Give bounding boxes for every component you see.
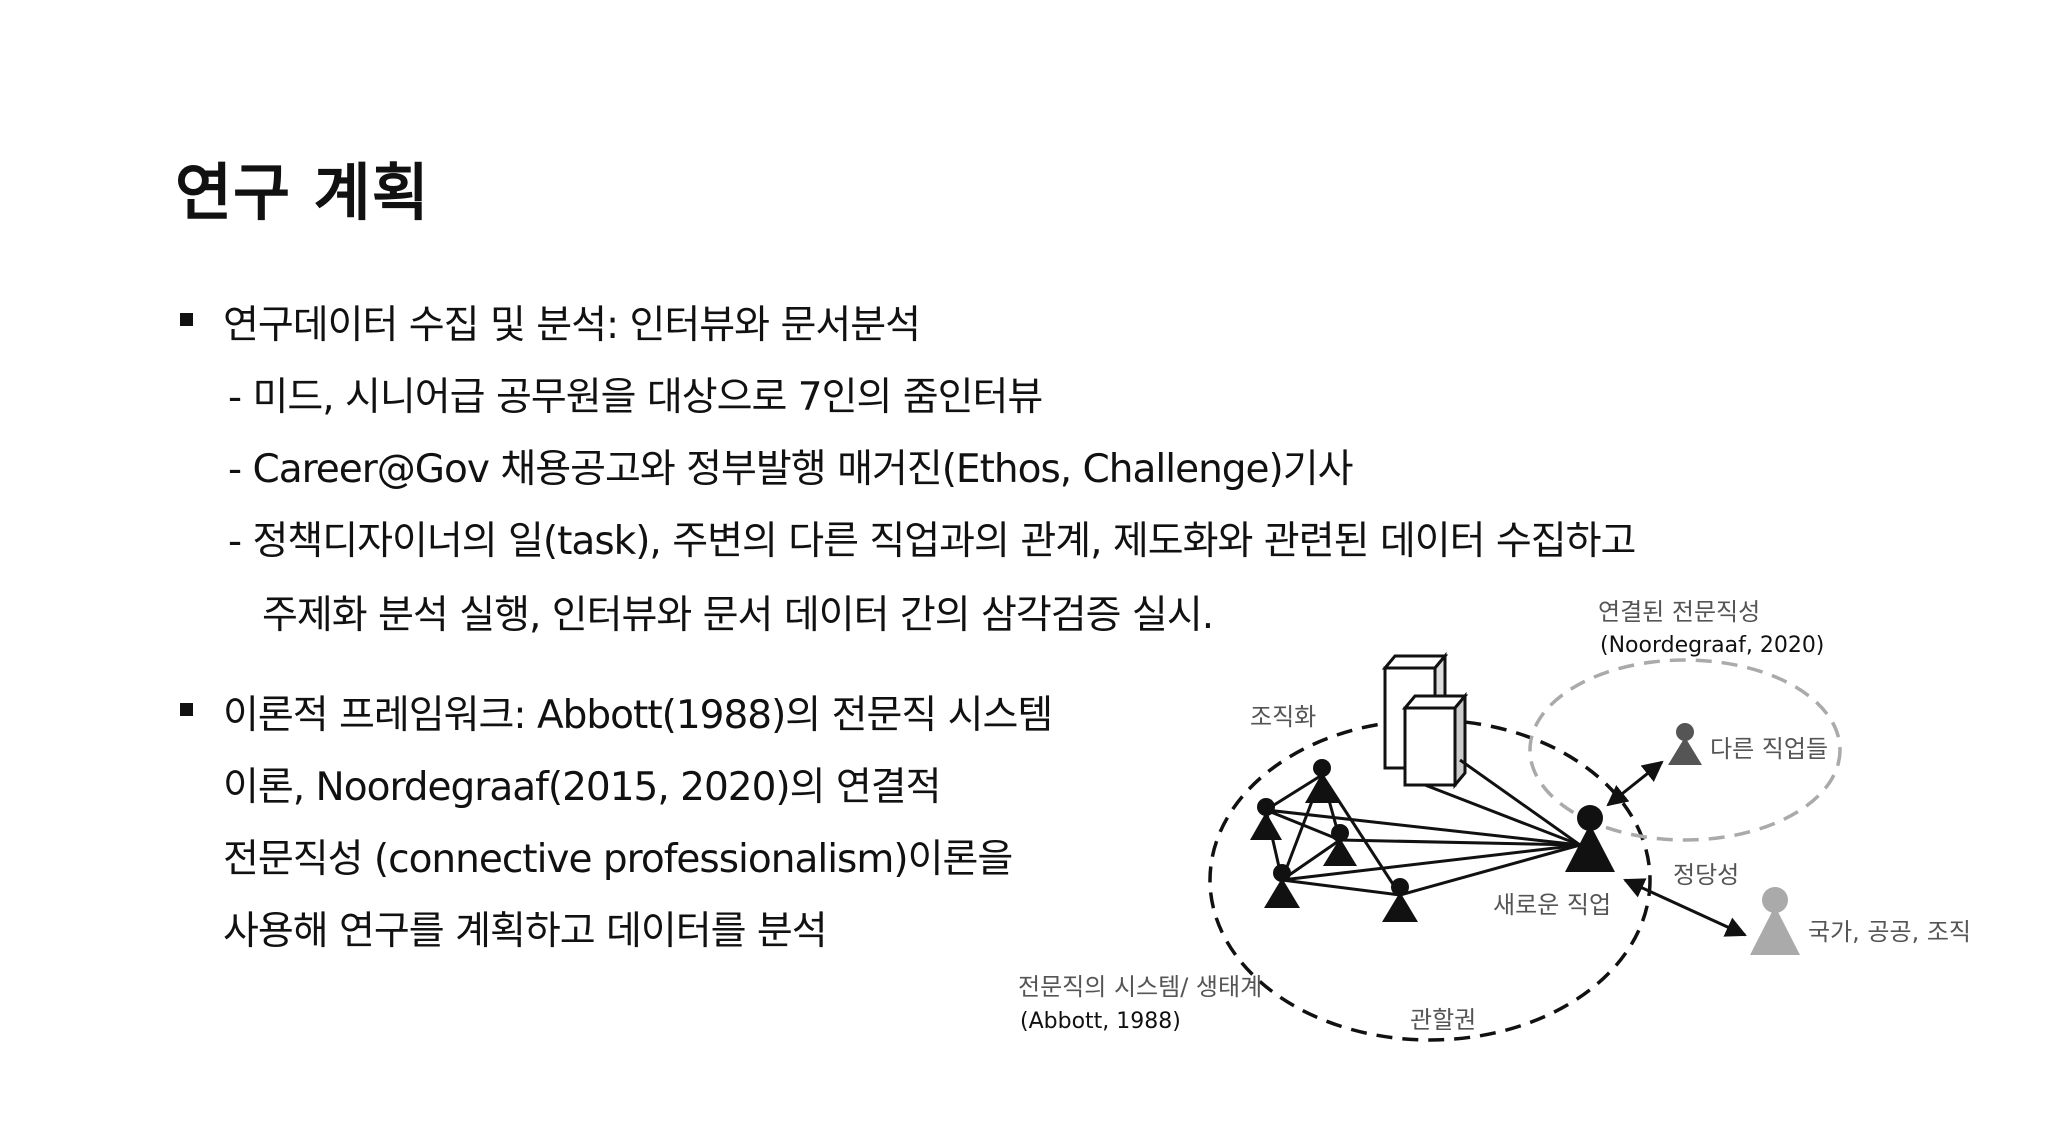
person-node-4-icon bbox=[1264, 864, 1300, 908]
section2-line-1: 이론적 프레임워크: Abbott(1988)의 전문직 시스템 bbox=[223, 693, 1053, 738]
section2-line-2: 이론, Noordegraaf(2015, 2020)의 연결적 bbox=[223, 765, 942, 810]
label-new-job: 새로운 직업 bbox=[1493, 891, 1611, 919]
person-node-3-icon bbox=[1323, 824, 1357, 866]
section2-line-4: 사용해 연구를 계획하고 데이터를 분석 bbox=[223, 909, 828, 954]
state-person-icon bbox=[1750, 887, 1800, 955]
arrow-new-job-other-jobs bbox=[1606, 760, 1664, 807]
label-organization: 조직화 bbox=[1250, 703, 1316, 731]
label-state-public-org: 국가, 공공, 조직 bbox=[1808, 918, 1971, 946]
page-title: 연구 계획 bbox=[175, 156, 430, 229]
label-legitimacy: 정당성 bbox=[1673, 861, 1739, 889]
section1-item-3: - 정책디자이너의 일(task), 주변의 다른 직업과의 관계, 제도화와 … bbox=[228, 519, 1636, 564]
other-jobs-person-icon bbox=[1668, 723, 1702, 765]
section1-item-4: 주제화 분석 실행, 인터뷰와 문서 데이터 간의 삼각검증 실시. bbox=[262, 593, 1214, 638]
section2-line-3: 전문직성 (connective professionalism)이론을 bbox=[223, 837, 1013, 882]
ref-noordegraaf: (Noordegraaf, 2020) bbox=[1600, 633, 1824, 658]
person-node-2-icon bbox=[1305, 759, 1339, 803]
section1-heading: 연구데이터 수집 및 분석: 인터뷰와 문서분석 bbox=[223, 303, 921, 348]
label-connected-professionalism: 연결된 전문직성 bbox=[1598, 598, 1760, 626]
organization-building-icon bbox=[1381, 651, 1469, 790]
arrow-new-job-state bbox=[1623, 878, 1747, 937]
person-node-5-icon bbox=[1382, 878, 1418, 922]
section1-item-2: - Career@Gov 채용공고와 정부발행 매거진(Ethos, Chall… bbox=[228, 447, 1354, 492]
label-jurisdiction: 관할권 bbox=[1410, 1006, 1476, 1034]
ref-abbott: (Abbott, 1988) bbox=[1020, 1009, 1181, 1034]
person-node-1-icon bbox=[1250, 798, 1282, 840]
bullet-1 bbox=[180, 313, 193, 326]
connected-professionalism-ellipse bbox=[1528, 658, 1842, 842]
section1-item-1: - 미드, 시니어급 공무원을 대상으로 7인의 줌인터뷰 bbox=[228, 375, 1043, 420]
bullet-2 bbox=[180, 703, 193, 716]
label-professional-system: 전문직의 시스템/ 생태계 bbox=[1018, 973, 1262, 1001]
new-job-person-icon bbox=[1565, 805, 1615, 872]
label-other-jobs: 다른 직업들 bbox=[1710, 735, 1828, 763]
